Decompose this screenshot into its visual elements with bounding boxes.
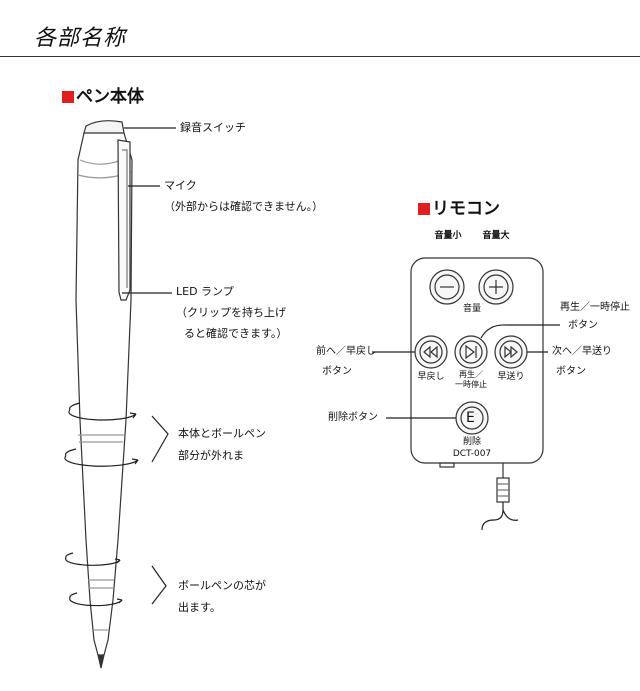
remote-illustration <box>410 257 544 531</box>
refill-bracket <box>151 565 167 605</box>
next-label-line1: 次へ／早送り <box>552 346 612 357</box>
next-label-line2: ボタン <box>556 366 586 377</box>
play-pause-label-line1: 再生／一時停止 <box>560 302 630 313</box>
remote-delete-label: 削除 <box>462 437 481 447</box>
remote-play-label-line1: 再生／ <box>459 370 483 379</box>
pen-section-title: ペン本体 <box>62 82 144 107</box>
remote-volume-label: 音量 <box>462 304 481 314</box>
play-pause-label-line2: ボタン <box>568 320 598 331</box>
red-square-icon <box>418 203 430 215</box>
delete-key-glyph: E <box>466 410 475 426</box>
refill-label-line1: ボールペンの芯が <box>178 579 266 592</box>
rotation-arrows <box>64 402 139 607</box>
led-label: LED ランプ <box>176 285 234 298</box>
remote-rewind-label: 早戻し <box>417 372 445 382</box>
led-note-line1: （クリップを持ち上げ <box>176 306 286 319</box>
prev-label-line2: ボタン <box>322 366 352 377</box>
remote-model-label: DCT-007 <box>452 449 492 459</box>
remote-play-label-line2: 一時停止 <box>455 380 487 389</box>
vol-down-label: 音量小 <box>434 231 462 241</box>
mic-label: マイク <box>164 179 197 192</box>
title-divider <box>0 56 640 57</box>
pen-illustration <box>75 120 133 669</box>
separate-bracket <box>151 415 169 463</box>
mic-note: （外部からは確認できません。） <box>164 200 324 213</box>
separate-label-line2: 部分が外れま <box>178 449 244 462</box>
remote-forward-label: 早送り <box>497 372 525 382</box>
delete-button-label: 削除ボタン <box>328 412 378 423</box>
record-switch-label: 録音スイッチ <box>180 121 246 134</box>
red-square-icon <box>62 91 74 103</box>
prev-label-line1: 前へ／早戻し <box>316 346 376 357</box>
play-pause-leader <box>480 324 560 339</box>
separate-label-line1: 本体とボールペン <box>178 427 266 440</box>
refill-label-line2: 出ます。 <box>178 601 221 614</box>
page-title: 各部名称 <box>34 26 127 51</box>
remote-section-title: リモコン <box>418 194 500 219</box>
led-note-line2: ると確認できます。） <box>184 327 288 340</box>
vol-up-label: 音量大 <box>482 231 510 241</box>
remote-section-title-text: リモコン <box>432 199 500 219</box>
pen-section-title-text: ペン本体 <box>76 87 144 107</box>
